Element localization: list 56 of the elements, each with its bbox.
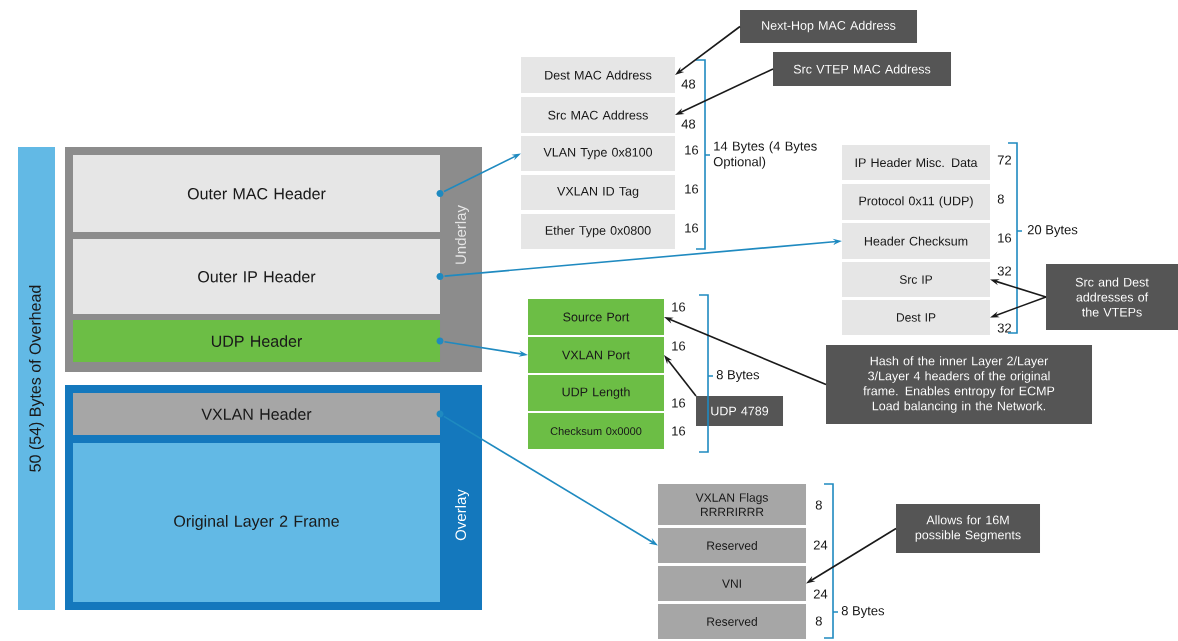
bit-count: 48 [681,119,696,129]
field-box: Dest IP [842,300,990,335]
field-box: UDP Length [528,375,664,411]
field-box: Reserved [658,604,806,639]
bit-count: 48 [681,79,696,89]
field-box: Dest MAC Address [521,57,675,93]
field-box: VLAN Type 0x8100 [521,136,675,171]
callout-box: UDP 4789 [696,396,783,426]
field-box: Checksum 0x0000 [528,413,664,449]
field-box: VXLAN ID Tag [521,175,675,210]
bit-count: 16 [672,426,686,436]
bit-count: 16 [685,223,699,233]
size-label: 8 Bytes [841,606,885,618]
field-box: VXLAN Port [528,337,664,373]
callout-box: Next-Hop MAC Address [740,10,917,43]
bit-count: 16 [672,398,686,408]
field-box: IP Header Misc. Data [842,145,990,180]
node-label: UDP Length [562,387,630,399]
field-box: Protocol 0x11 (UDP) [842,184,990,220]
bit-count: 16 [685,145,699,155]
field-box: Src IP [842,262,990,297]
bit-count: 32 [997,266,1011,276]
node-label: VXLAN Port [562,350,630,360]
header-block: Outer IP Header [73,239,440,314]
callout-box: Src VTEP MAC Address [773,52,951,86]
header-block: Outer MAC Header [73,155,440,232]
field-box: VXLAN Flags RRRRIRRR [658,484,806,525]
overhead-bar: 50 (54) Bytes of Overhead [18,147,55,610]
bit-count: 8 [815,616,822,626]
size-label: 20 Bytes [1027,225,1078,237]
field-box: Reserved [658,528,806,563]
size-label: 8 Bytes [716,370,760,382]
node-label: Source Port [563,312,630,322]
size-label: 14 Bytes (4 Bytes Optional) [713,141,817,169]
callout-box: Src and Dest addresses of the VTEPs [1046,264,1178,330]
field-box: VNI [658,566,806,601]
bit-count: 16 [685,184,699,194]
field-box: Ether Type 0x0800 [521,214,675,249]
header-block: VXLAN Header [73,393,440,435]
bit-count: 16 [998,233,1012,243]
field-box: Source Port [528,299,664,335]
bit-count: 16 [672,341,686,351]
field-box: Header Checksum [842,223,990,259]
bit-count: 72 [997,155,1011,165]
bit-count: 8 [815,500,822,510]
bit-count: 32 [997,323,1011,333]
bit-count: 8 [997,194,1004,204]
bit-count: 16 [672,302,686,312]
node-label: Checksum 0x0000 [550,426,642,436]
callout-box: Hash of the inner Layer 2/Layer 3/Layer 4 headers of the original frame. Enables entropy for ECMP Load balancing in the Network. [826,345,1092,424]
header-block: Original Layer 2 Frame [73,443,440,602]
field-box: Src MAC Address [521,97,675,133]
bit-count: 24 [813,589,828,599]
callout-box: Allows for 16M possible Segments [896,504,1040,553]
bit-count: 24 [813,540,828,550]
header-block: UDP Header [73,320,440,362]
